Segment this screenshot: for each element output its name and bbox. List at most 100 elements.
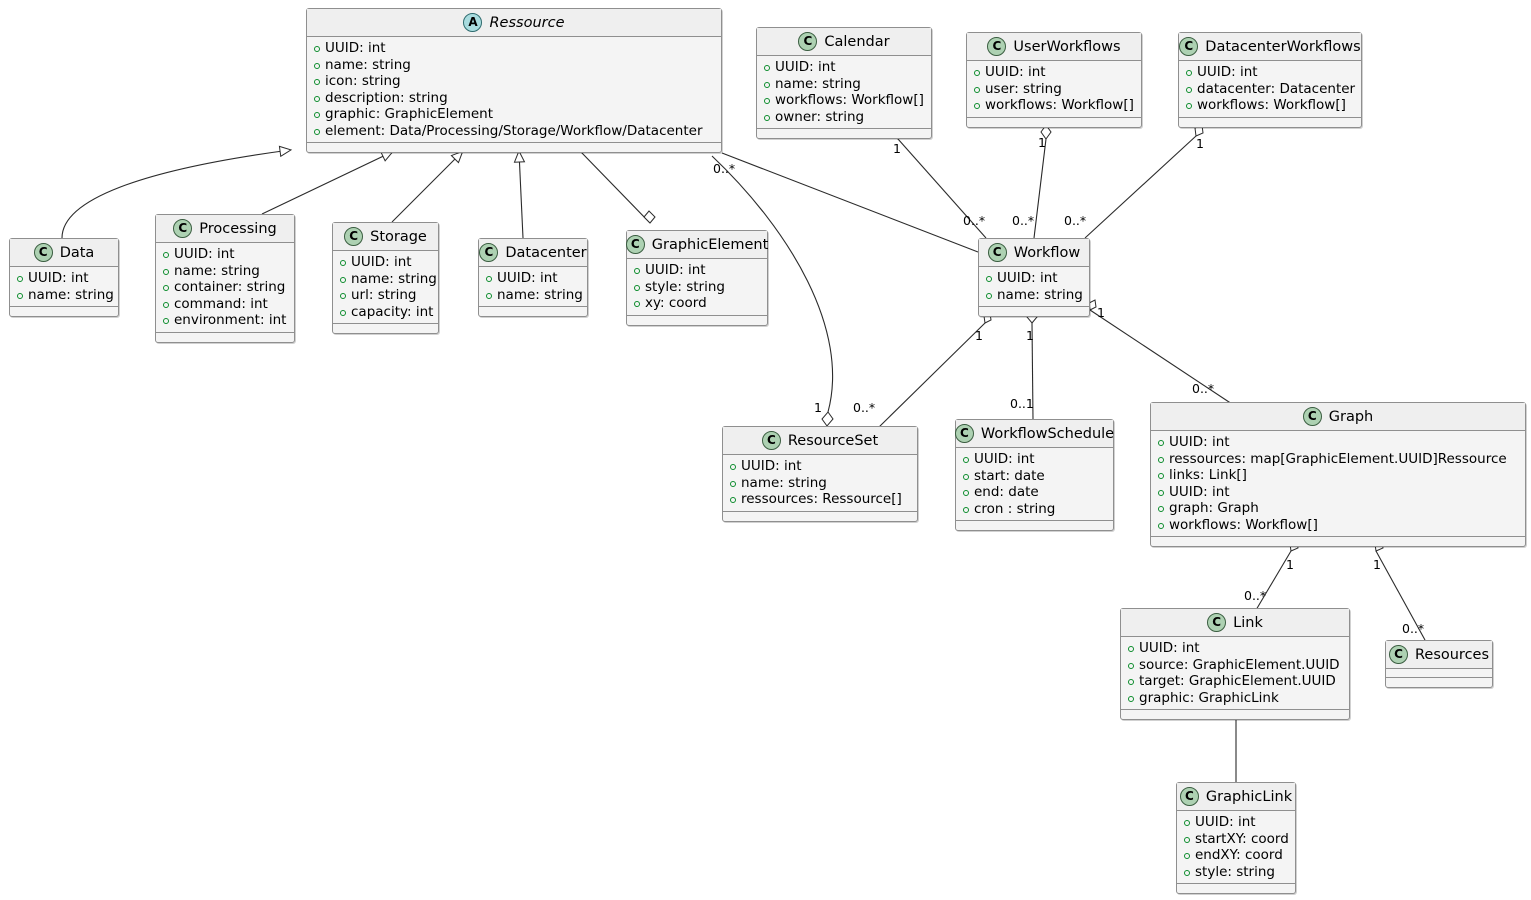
public-visibility-icon — [1184, 820, 1190, 826]
attribute-row: capacity: int — [340, 304, 433, 321]
public-visibility-icon — [1128, 695, 1134, 702]
attribute-row: UUID: int — [730, 458, 910, 475]
public-visibility-icon — [1186, 70, 1192, 76]
attribute-label: end: date — [974, 484, 1039, 500]
attribute-row: target: GraphicElement.UUID — [1128, 673, 1342, 690]
class-methods-datacenterworkflows — [1179, 118, 1361, 127]
attribute-row: UUID: int — [486, 270, 580, 287]
class-methods-workflow — [979, 307, 1089, 316]
public-visibility-icon — [634, 301, 640, 307]
class-methods-graph — [1151, 537, 1525, 546]
attribute-row: UUID: int — [986, 270, 1082, 287]
class-badge-icon: C — [1388, 645, 1408, 664]
attribute-row: name: string — [486, 287, 583, 304]
public-visibility-icon — [17, 276, 23, 282]
multiplicity-label-workflow-to-sched-tgt: 0..1 — [1010, 396, 1034, 411]
attribute-label: owner: string — [775, 108, 865, 125]
multiplicity-label-calendar-to-workflow-tgt: 0..* — [963, 213, 986, 228]
attribute-row: cron : string — [963, 501, 1106, 518]
attribute-row: links: Link[] — [1158, 467, 1518, 484]
class-title-datacenter: Datacenter — [505, 244, 587, 261]
multiplicity-label-calendar-to-workflow-src: 1 — [893, 141, 901, 156]
multiplicity-label-dcwf-to-workflow-src: 1 — [1196, 136, 1204, 151]
multiplicity-label-userwf-to-workflow-src: 1 — [1038, 135, 1046, 150]
attribute-label: icon: string — [325, 73, 401, 89]
multiplicity-label-workflow-to-resset-tgt: 0..* — [853, 400, 876, 415]
attribute-label: container: string — [174, 279, 286, 295]
attribute-label: UUID: int — [985, 64, 1046, 80]
class-badge-icon: C — [1302, 407, 1322, 426]
attribute-label: command: int — [174, 295, 268, 312]
public-visibility-icon — [634, 268, 640, 274]
attribute-row: workflows: Workflow[] — [1186, 97, 1354, 114]
attribute-label: description: string — [325, 89, 448, 106]
public-visibility-icon — [314, 95, 320, 102]
attribute-row: element: Data/Processing/Storage/Workflo… — [314, 123, 714, 140]
multiplicity-label-graph-to-resources-tgt: 0..* — [1402, 621, 1425, 636]
class-methods-workflowschedule — [956, 521, 1113, 530]
attribute-row: UUID: int — [340, 254, 431, 271]
attribute-label: style: string — [1195, 863, 1275, 880]
attribute-row: workflows: Workflow[] — [1158, 517, 1518, 534]
attribute-label: UUID: int — [1169, 434, 1230, 450]
attribute-row: owner: string — [764, 109, 924, 126]
class-title-workflow: Workflow — [1013, 244, 1081, 261]
diamond-workflow-graph — [1088, 299, 1097, 311]
attribute-row: name: string — [764, 76, 924, 93]
public-visibility-icon — [764, 98, 770, 104]
attribute-label: workflows: Workflow[] — [985, 97, 1134, 113]
attribute-label: UUID: int — [775, 59, 836, 75]
attribute-row: UUID: int — [163, 246, 287, 263]
multiplicity-label-ressource-to-resset-tgt: 1 — [814, 400, 822, 415]
attribute-label: UUID: int — [174, 246, 235, 262]
attribute-row: graph: Graph — [1158, 500, 1518, 517]
attribute-label: links: Link[] — [1169, 467, 1247, 483]
attribute-label: UUID: int — [1139, 640, 1200, 656]
public-visibility-icon — [486, 276, 492, 282]
attribute-label: user: string — [985, 80, 1062, 97]
attribute-row: UUID: int — [1158, 434, 1518, 451]
edge-ressource-aggregates-graphicelement — [580, 151, 651, 224]
public-visibility-icon — [634, 284, 640, 291]
public-visibility-icon — [963, 506, 969, 513]
class-title-processing: Processing — [199, 220, 277, 237]
public-visibility-icon — [1184, 853, 1190, 859]
attribute-label: ressources: map[GraphicElement.UUID]Ress… — [1169, 450, 1507, 467]
attribute-row: command: int — [163, 296, 287, 313]
class-methods-data — [10, 307, 118, 316]
attribute-row: UUID: int — [1158, 484, 1518, 501]
attribute-label: name: string — [997, 286, 1083, 303]
attribute-row: style: string — [634, 279, 760, 296]
attribute-row: ressources: Ressource[] — [730, 491, 910, 508]
class-title-resourceset: ResourceSet — [787, 432, 879, 449]
class-badge-icon: C — [1207, 613, 1227, 632]
attribute-label: xy: coord — [645, 295, 707, 311]
public-visibility-icon — [974, 86, 980, 93]
public-visibility-icon — [163, 252, 169, 258]
attribute-row: name: string — [17, 287, 114, 304]
public-visibility-icon — [340, 293, 346, 299]
